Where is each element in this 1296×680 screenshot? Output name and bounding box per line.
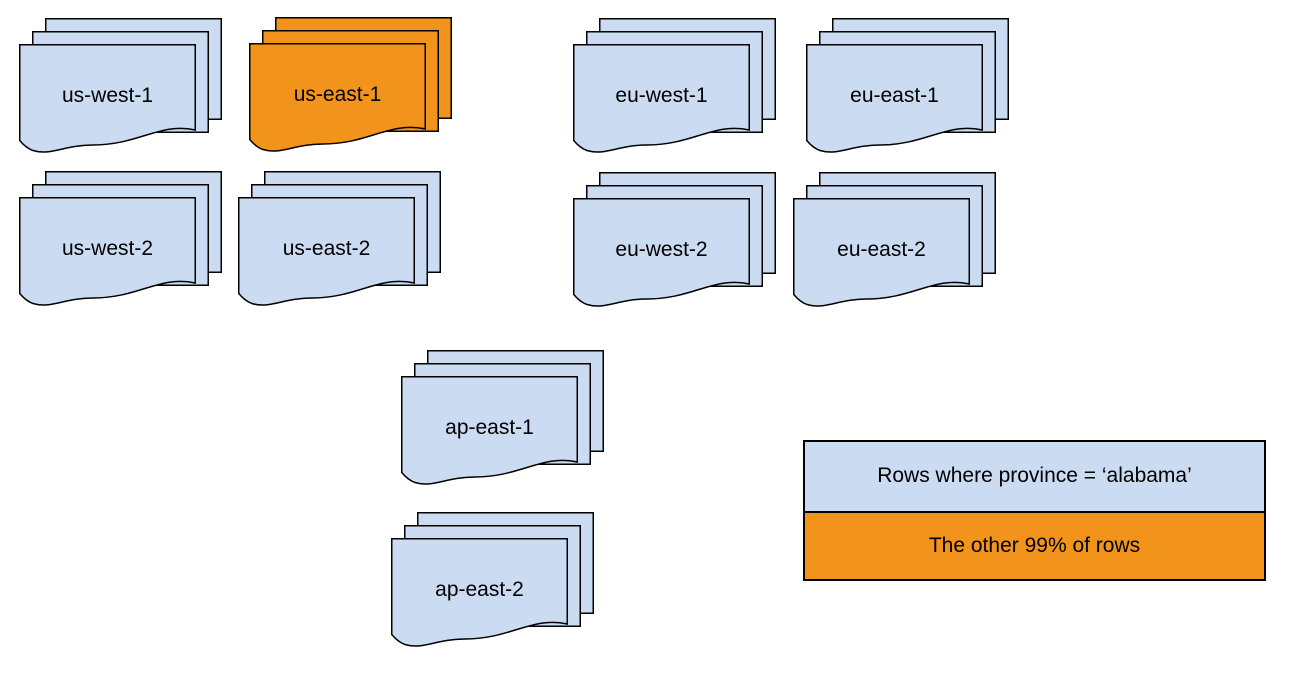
legend: Rows where province = ‘alabama’ The othe… — [803, 440, 1266, 581]
stack-us-west-2: us-west-2 — [19, 171, 222, 311]
stack-us-east-1: us-east-1 — [249, 17, 452, 157]
legend-item-alabama-label: Rows where province = ‘alabama’ — [877, 464, 1192, 488]
document-page-front-icon — [391, 538, 568, 647]
stack-eu-west-1: eu-west-1 — [573, 18, 776, 158]
stack-eu-east-2: eu-east-2 — [793, 172, 996, 312]
document-page-front-icon — [249, 43, 426, 152]
stack-ap-east-2: ap-east-2 — [391, 512, 594, 652]
document-page-front-icon — [806, 44, 983, 153]
stack-ap-east-1: ap-east-1 — [401, 350, 604, 490]
document-page-front-icon — [238, 197, 415, 306]
legend-item-other-label: The other 99% of rows — [928, 533, 1141, 557]
legend-item-alabama-rows: Rows where province = ‘alabama’ — [805, 442, 1264, 511]
stack-us-west-1: us-west-1 — [19, 18, 222, 158]
stack-us-east-2: us-east-2 — [238, 171, 441, 311]
document-page-front-icon — [19, 44, 196, 153]
document-page-front-icon — [793, 198, 970, 307]
document-page-front-icon — [573, 198, 750, 307]
document-page-front-icon — [19, 197, 196, 306]
stack-eu-east-1: eu-east-1 — [806, 18, 1009, 158]
stack-eu-west-2: eu-west-2 — [573, 172, 776, 312]
legend-item-other-rows: The other 99% of rows — [805, 510, 1264, 579]
document-page-front-icon — [573, 44, 750, 153]
document-page-front-icon — [401, 376, 578, 485]
